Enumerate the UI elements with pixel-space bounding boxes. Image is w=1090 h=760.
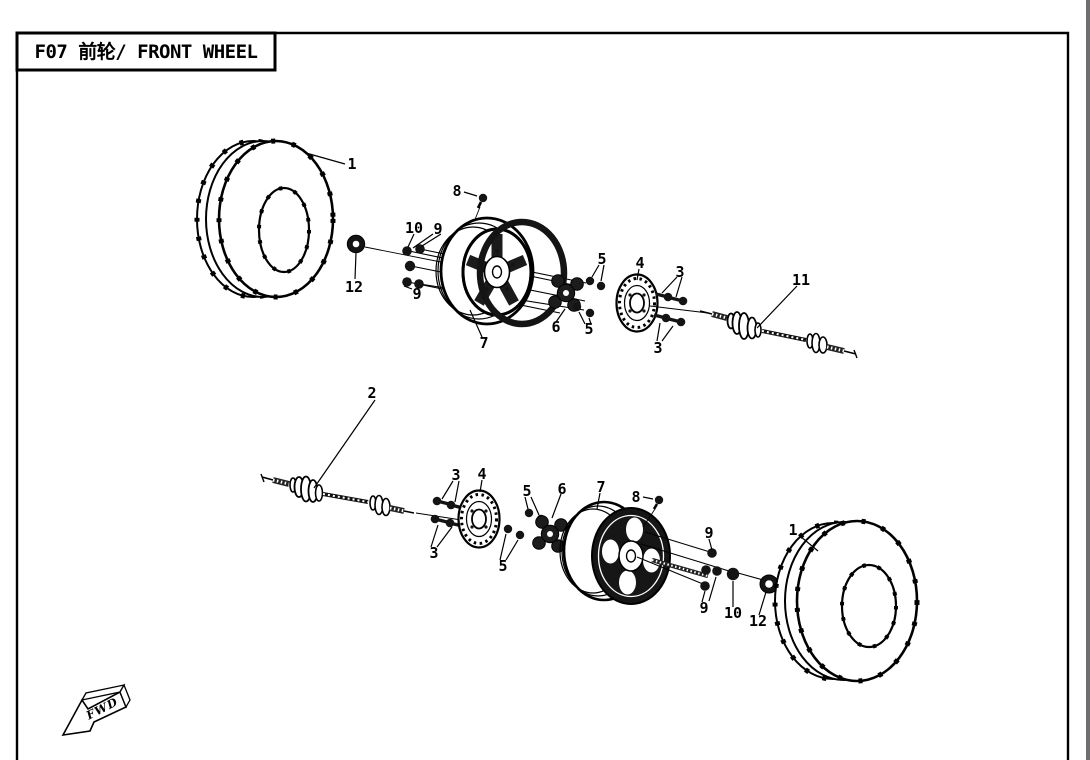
- part-number-label: 3: [451, 466, 460, 484]
- leader-line: [799, 535, 819, 552]
- part-number-label: 5: [584, 320, 593, 338]
- part-number-label: 2: [367, 384, 376, 402]
- wheel-hub: [548, 274, 584, 323]
- part-number-label: 6: [551, 318, 560, 336]
- wheel-nut: [726, 567, 740, 581]
- wheel-hub: [532, 493, 568, 553]
- part-labels-top: 1 8 10 9 12 9 7 6 5 5 4 3 3 11: [345, 155, 810, 357]
- drive-shaft: [649, 285, 858, 359]
- part-number-label: 8: [452, 182, 461, 200]
- brake-disc: [615, 268, 659, 333]
- rim-bead-ring: [476, 218, 568, 328]
- disc-bolts: [430, 480, 464, 548]
- part-number-label: 7: [596, 478, 605, 496]
- part-number-label: 1: [788, 521, 797, 539]
- wheel-rim: [435, 216, 568, 338]
- axle-nut-cap: [346, 234, 447, 280]
- part-number-label: 3: [653, 339, 662, 357]
- drive-shaft: [260, 399, 469, 522]
- part-number-label: 4: [477, 465, 486, 483]
- part-number-label: 5: [498, 557, 507, 575]
- screen-edge-strip: [1086, 0, 1090, 760]
- part-number-label: 4: [635, 254, 644, 272]
- page-title: F07 前轮/ FRONT WHEEL: [35, 40, 258, 63]
- part-number-label: 3: [429, 544, 438, 562]
- part-number-label: 11: [792, 271, 810, 289]
- title-box: F07 前轮/ FRONT WHEEL: [15, 31, 277, 72]
- part-number-label: 12: [345, 278, 363, 296]
- assembly-top: 1 8 10 9 12 9 7 6 5 5 4 3 3 11: [194, 138, 858, 359]
- part-number-label: 9: [433, 220, 442, 238]
- part-number-label: 10: [724, 604, 742, 622]
- part-number-label: 6: [557, 480, 566, 498]
- wheel-rim: [559, 492, 671, 605]
- part-number-label: 5: [597, 250, 606, 268]
- part-number-label: 9: [704, 524, 713, 542]
- leader-line: [305, 152, 346, 165]
- part-number-label: 7: [479, 334, 488, 352]
- part-number-label: 5: [522, 482, 531, 500]
- part-number-label: 3: [675, 263, 684, 281]
- part-number-label: 8: [631, 488, 640, 506]
- part-number-label: 9: [699, 599, 708, 617]
- part-number-label: 1: [347, 155, 356, 173]
- fwd-direction-arrow: FWD: [61, 683, 131, 737]
- tire: [772, 518, 920, 684]
- part-number-label: 9: [412, 285, 421, 303]
- wheel-studs: [636, 531, 795, 616]
- part-number-label: 10: [405, 219, 423, 237]
- part-number-label: 12: [749, 612, 767, 630]
- hub-washers: [499, 496, 546, 561]
- tire: [194, 138, 336, 300]
- brake-disc: [457, 479, 501, 549]
- hub-washers: [572, 264, 606, 325]
- disc-bolts: [653, 276, 688, 342]
- tire-valve: [642, 495, 664, 528]
- page-frame: [15, 0, 1090, 760]
